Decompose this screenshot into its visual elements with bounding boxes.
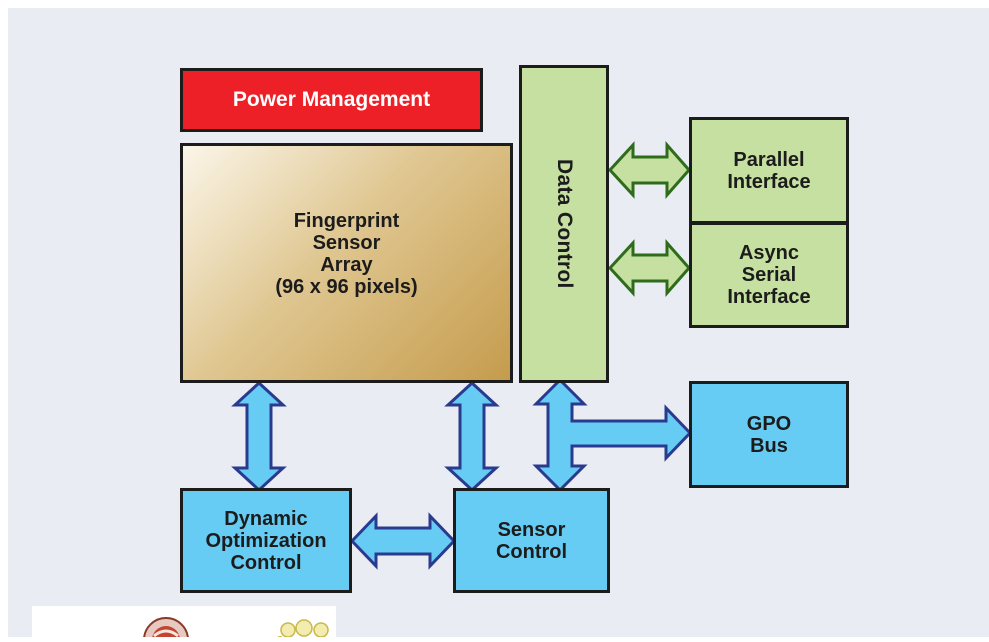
arrow-array-dynamic (231, 380, 287, 493)
sensor-control-block: Sensor Control (453, 488, 610, 593)
data-control-block: Data Control (519, 65, 609, 383)
power-management-label: Power Management (232, 88, 431, 111)
parallel-interface-block: Parallel Interface (689, 117, 849, 224)
dynamic-optimization-control-label: Dynamic Optimization Control (205, 507, 327, 574)
fingerprint-sensor-array-block: Fingerprint Sensor Array (96 x 96 pixels… (180, 143, 513, 383)
async-serial-interface-block: Async Serial Interface (689, 222, 849, 328)
gpo-bus-block: GPO Bus (689, 381, 849, 488)
logo-panel (32, 606, 336, 642)
arrow-datacontrol-async (607, 239, 691, 297)
sensor-array-label: Fingerprint Sensor Array (96 x 96 pixels… (275, 210, 418, 298)
sensor-control-label: Sensor Control (495, 518, 568, 563)
dynamic-optimization-control-block: Dynamic Optimization Control (180, 488, 352, 593)
power-management-block: Power Management (180, 68, 483, 132)
async-serial-interface-label: Async Serial Interface (727, 242, 811, 308)
parallel-interface-label: Parallel Interface (727, 148, 811, 193)
arrow-dynamic-sensorcontrol (349, 512, 457, 570)
arrow-array-sensorcontrol (444, 380, 500, 493)
gpo-bus-label: GPO Bus (746, 412, 792, 457)
data-control-label: Data Control (553, 159, 576, 289)
arrow-datacontrol-parallel (607, 141, 691, 199)
arrow-datacontrol-sensorcontrol-gpo (532, 377, 693, 493)
company-logo-icon (143, 617, 329, 642)
